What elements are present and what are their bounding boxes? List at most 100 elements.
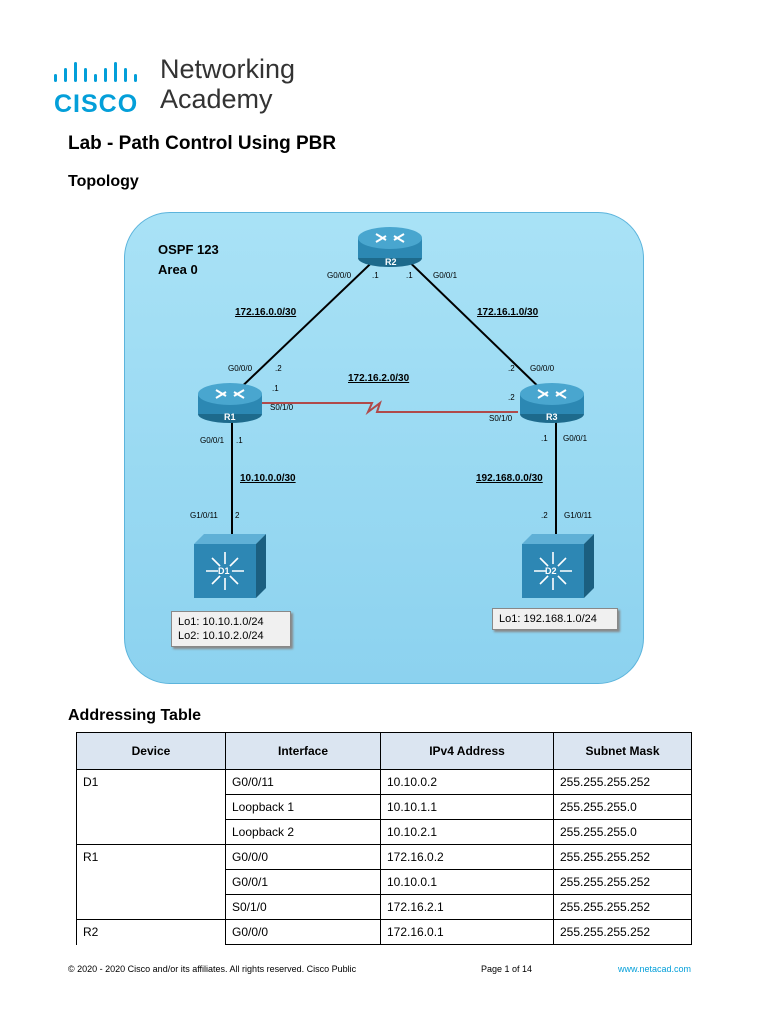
mask-cell: 255.255.255.252: [553, 769, 692, 795]
device-cell: D1: [76, 769, 226, 795]
table-row: D1 G0/0/11 10.10.0.2 255.255.255.252: [76, 769, 692, 795]
logo-networking: Networking: [160, 54, 296, 84]
addressing-table-heading: Addressing Table: [68, 707, 202, 724]
topology-heading: Topology: [68, 173, 139, 190]
cisco-wordmark: CISCO: [54, 90, 139, 118]
footer-page-number: Page 1 of 14: [481, 964, 533, 974]
mask-cell: 255.255.255.0: [553, 819, 692, 845]
footer-url-link[interactable]: www.netacad.com: [618, 964, 692, 974]
mask-cell: 255.255.255.252: [553, 919, 692, 945]
link-r1-r3-serial: [260, 400, 518, 416]
interface-cell: Loopback 1: [225, 794, 381, 820]
interface-cell: S0/1/0: [225, 894, 381, 920]
network-r3-d2: 192.168.0.0/30: [476, 473, 543, 484]
router-r3-icon: [520, 383, 584, 423]
r1-g001-label: G0/0/1: [200, 436, 225, 445]
ospf-area-background: [124, 212, 644, 684]
device-cell: [76, 869, 226, 895]
cisco-bars-icon: [54, 62, 137, 82]
network-r1-r3: 172.16.2.0/30: [348, 373, 410, 384]
interface-cell: G0/0/11: [225, 769, 381, 795]
network-r1-r2: 172.16.0.0/30: [235, 307, 297, 318]
footer-url-container: www.netacad.com: [618, 964, 691, 974]
device-cell: [76, 794, 226, 820]
interface-cell: G0/0/0: [225, 919, 381, 945]
device-cell: R2: [76, 919, 226, 945]
interface-cell: G0/0/0: [225, 844, 381, 870]
r3-s010-label: S0/1/0: [489, 414, 513, 423]
router-r1-label: R1: [224, 412, 236, 422]
network-r2-r3: 172.16.1.0/30: [477, 307, 539, 318]
ipv4-cell: 172.16.2.1: [380, 894, 554, 920]
r1-g000-host: .2: [275, 364, 282, 373]
ipv4-cell: 172.16.0.1: [380, 919, 554, 945]
switch-d1-label: D1: [218, 566, 230, 576]
ipv4-cell: 10.10.0.1: [380, 869, 554, 895]
r1-g000-label: G0/0/0: [228, 364, 253, 373]
r3-g000-label: G0/0/0: [530, 364, 555, 373]
router-r1-icon: [198, 383, 262, 423]
footer-copyright: © 2020 - 2020 Cisco and/or its affiliate…: [68, 964, 357, 974]
switch-d2-icon: [522, 534, 594, 598]
ospf-area-id-label: Area 0: [158, 262, 198, 277]
mask-cell: 255.255.255.252: [553, 894, 692, 920]
table-row: G0/0/1 10.10.0.1 255.255.255.252: [76, 869, 692, 895]
mask-cell: 255.255.255.252: [553, 844, 692, 870]
device-cell: [76, 894, 226, 920]
column-header-interface: Interface: [225, 732, 381, 770]
d1-loopback-1: Lo1: 10.10.1.0/24: [178, 616, 264, 628]
r2-g000-host: .1: [372, 271, 379, 280]
interface-cell: G0/0/1: [225, 869, 381, 895]
switch-d2-label: D2: [545, 566, 557, 576]
addressing-table: Device Interface IPv4 Address Subnet Mas…: [76, 732, 692, 945]
router-r2-icon: [358, 227, 422, 267]
link-r2-r3: [394, 247, 549, 397]
table-row: Loopback 1 10.10.1.1 255.255.255.0: [76, 794, 692, 820]
r1-g001-host: .1: [236, 436, 243, 445]
d1-loopback-2: Lo2: 10.10.2.0/24: [178, 630, 264, 642]
r2-g001-label: G0/0/1: [433, 271, 458, 280]
ipv4-cell: 172.16.0.2: [380, 844, 554, 870]
r1-s010-host: .1: [272, 384, 279, 393]
r3-g001-host: .1: [541, 434, 548, 443]
ospf-process-label: OSPF 123: [158, 242, 219, 257]
table-row: R2 G0/0/0 172.16.0.1 255.255.255.252: [76, 919, 692, 945]
logo-academy: Academy: [160, 84, 273, 114]
r1-s010-label: S0/1/0: [270, 403, 294, 412]
cisco-networking-academy-logo: CISCO Networking Academy: [52, 54, 312, 118]
network-r1-d1: 10.10.0.0/30: [240, 473, 296, 484]
column-header-subnet-mask: Subnet Mask: [553, 732, 692, 770]
router-r2-label: R2: [385, 257, 397, 267]
table-header-row: Device Interface IPv4 Address Subnet Mas…: [76, 732, 692, 770]
interface-cell: Loopback 2: [225, 819, 381, 845]
ipv4-cell: 10.10.0.2: [380, 769, 554, 795]
link-r1-r2: [231, 247, 388, 397]
r3-s010-host: .2: [508, 393, 515, 402]
d1-g1011-label: G1/0/11: [190, 511, 218, 520]
switch-d1-icon: [194, 534, 266, 598]
d2-g1011-label: G1/0/11: [564, 511, 592, 520]
r3-g000-host: .2: [508, 364, 515, 373]
device-cell: [76, 819, 226, 845]
d1-loopback-box: Lo1: 10.10.1.0/24 Lo2: 10.10.2.0/24: [171, 611, 291, 647]
d1-host: 2: [235, 511, 240, 520]
ipv4-cell: 10.10.2.1: [380, 819, 554, 845]
table-row: S0/1/0 172.16.2.1 255.255.255.252: [76, 894, 692, 920]
mask-cell: 255.255.255.0: [553, 794, 692, 820]
ospf-area-label: OSPF 123 Area 0: [158, 240, 219, 280]
d2-loopback-box: Lo1: 192.168.1.0/24: [492, 608, 618, 630]
router-r3-label: R3: [546, 412, 558, 422]
column-header-device: Device: [76, 732, 226, 770]
device-cell: R1: [76, 844, 226, 870]
r2-g000-label: G0/0/0: [327, 271, 352, 280]
table-row: Loopback 2 10.10.2.1 255.255.255.0: [76, 819, 692, 845]
mask-cell: 255.255.255.252: [553, 869, 692, 895]
d2-loopback-1: Lo1: 192.168.1.0/24: [499, 613, 597, 625]
document-title: Lab - Path Control Using PBR: [68, 133, 337, 154]
d2-host: .2: [541, 511, 548, 520]
table-row: R1 G0/0/0 172.16.0.2 255.255.255.252: [76, 844, 692, 870]
ipv4-cell: 10.10.1.1: [380, 794, 554, 820]
r3-g001-label: G0/0/1: [563, 434, 588, 443]
column-header-ipv4: IPv4 Address: [380, 732, 554, 770]
